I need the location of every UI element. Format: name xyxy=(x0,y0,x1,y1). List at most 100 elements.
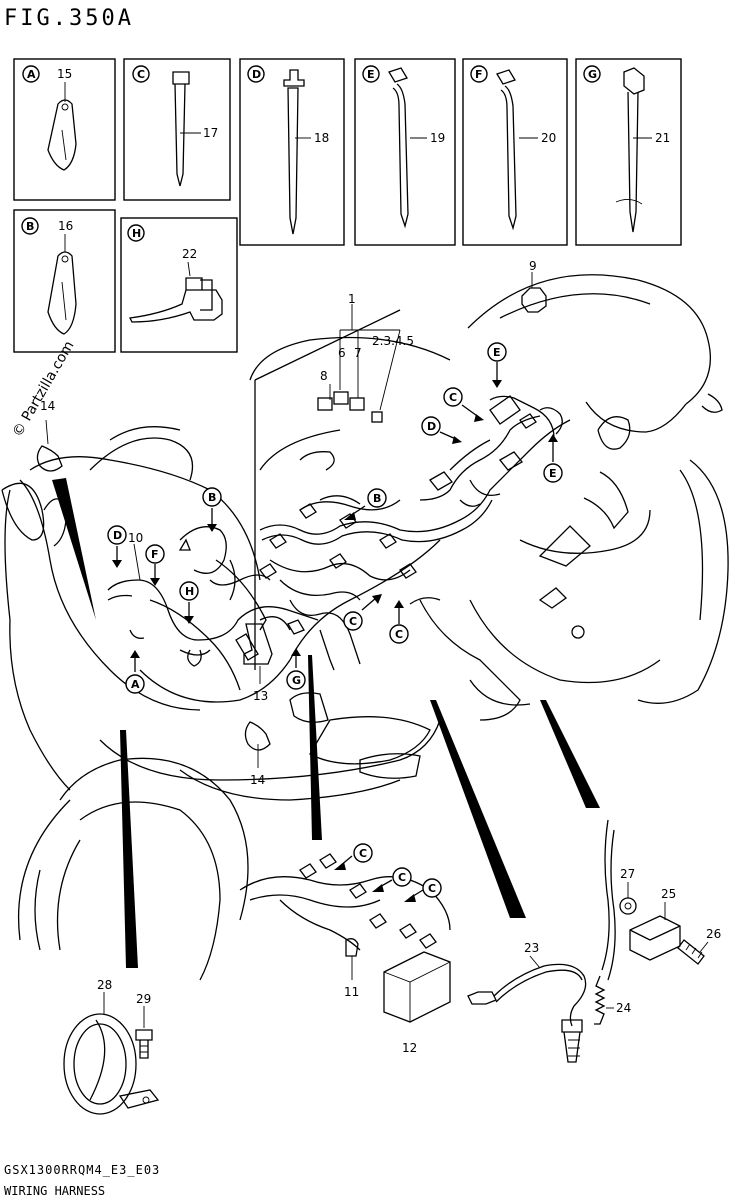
part-12-pad xyxy=(383,951,451,1023)
detail-letter: H xyxy=(132,227,141,240)
detail-part-number: 15 xyxy=(57,67,72,81)
callout-c-low-2: C xyxy=(392,867,412,887)
callout-c-mid-2: C xyxy=(389,624,409,644)
leader-wedge-tail xyxy=(540,700,600,808)
part-label-8: 8 xyxy=(320,369,328,383)
detail-part-number: 18 xyxy=(314,131,329,145)
callout-a-left: A xyxy=(125,674,145,694)
callout-b-mid: B xyxy=(367,488,387,508)
detail-letter: F xyxy=(475,68,483,81)
svg-text:B: B xyxy=(373,492,381,505)
leader-wedge-fairing xyxy=(52,478,96,620)
detail-part-number: 16 xyxy=(58,219,73,233)
lower-wiring-harness xyxy=(239,853,451,980)
part-label-25: 25 xyxy=(661,887,676,901)
part-14-clamp-bottom xyxy=(244,721,271,751)
part-14-clamp-top xyxy=(36,445,63,472)
detail-box-g: G 21 xyxy=(575,58,682,246)
svg-text:F: F xyxy=(151,548,159,561)
callout-c-low-1: C xyxy=(353,843,373,863)
model-code: GSX1300RRQM4_E3_E03 xyxy=(4,1163,160,1177)
detail-part-number: 20 xyxy=(541,131,556,145)
detail-letter: B xyxy=(26,220,34,233)
callout-h-left: H xyxy=(179,581,199,601)
detail-letter: E xyxy=(367,68,375,81)
svg-text:H: H xyxy=(185,585,194,598)
detail-part-number: 22 xyxy=(182,247,197,261)
svg-text:G: G xyxy=(292,674,301,687)
svg-text:C: C xyxy=(428,882,436,895)
detail-box-h: H 22 xyxy=(120,217,238,353)
detail-box-a: A 15 xyxy=(13,58,116,201)
svg-text:A: A xyxy=(131,678,140,691)
part-label-11: 11 xyxy=(344,985,359,999)
part-label-27: 27 xyxy=(620,867,635,881)
part-label-28: 28 xyxy=(97,978,112,992)
callout-b-left: B xyxy=(202,487,222,507)
section-name: WIRING HARNESS xyxy=(4,1184,105,1198)
part-label-1: 1 xyxy=(348,292,356,306)
part-label-13: 13 xyxy=(253,689,268,703)
detail-part-number: 17 xyxy=(203,126,218,140)
svg-text:D: D xyxy=(113,529,122,542)
svg-text:E: E xyxy=(493,346,501,359)
bolt-29 xyxy=(135,1029,153,1059)
relay-group xyxy=(254,304,401,423)
svg-text:C: C xyxy=(359,847,367,860)
part-label-2-5: 2.3.4.5 xyxy=(372,334,414,348)
detail-letter: C xyxy=(137,68,145,81)
part-label-23: 23 xyxy=(524,941,539,955)
part-label-9: 9 xyxy=(529,259,537,273)
part-label-12: 12 xyxy=(402,1041,417,1055)
detail-letter: G xyxy=(588,68,597,81)
callout-c-mid-1: C xyxy=(343,611,363,631)
part-13-bracket xyxy=(243,623,273,665)
part-25-27-assembly xyxy=(601,819,705,981)
callout-c-top: C xyxy=(443,387,463,407)
part-label-24: 24 xyxy=(616,1001,631,1015)
svg-text:C: C xyxy=(349,615,357,628)
leader-wedge-sensor xyxy=(430,700,526,918)
part-label-7: 7 xyxy=(354,346,362,360)
part-label-29: 29 xyxy=(136,992,151,1006)
figure-title: FIG.350A xyxy=(4,6,134,31)
svg-text:E: E xyxy=(549,467,557,480)
part-label-10: 10 xyxy=(128,531,143,545)
svg-text:D: D xyxy=(427,420,436,433)
callout-d-left: D xyxy=(107,525,127,545)
part-label-6: 6 xyxy=(338,346,346,360)
part-23-sensor xyxy=(467,963,587,1063)
detail-box-f: F 20 xyxy=(462,58,568,246)
callout-arrows xyxy=(112,362,558,902)
callout-d-top: D xyxy=(421,416,441,436)
motorcycle-body-outline xyxy=(1,274,729,981)
leader-wedge-horn xyxy=(120,730,138,968)
svg-text:C: C xyxy=(395,628,403,641)
detail-box-b: B 16 xyxy=(13,209,116,353)
callout-f-left: F xyxy=(145,544,165,564)
part-label-26: 26 xyxy=(706,927,721,941)
callout-e-top: E xyxy=(487,342,507,362)
detail-box-d: D 18 xyxy=(239,58,345,246)
part-24-spring xyxy=(594,975,606,1025)
main-wiring-harness xyxy=(107,395,571,671)
horn-28 xyxy=(63,1013,160,1115)
watermark: © Partzilla.com xyxy=(10,338,78,440)
part-number-labels: 1 2.3.4.5 6 7 8 9 10 11 12 13 14 14 23 2… xyxy=(40,259,721,1055)
detail-box-e: E 19 xyxy=(354,58,456,246)
callout-c-low-3: C xyxy=(422,878,442,898)
callout-e-right: E xyxy=(543,463,563,483)
leader-wedge-harness-lower xyxy=(308,655,322,840)
detail-letter: D xyxy=(252,68,261,81)
detail-part-number: 19 xyxy=(430,131,445,145)
detail-letter: A xyxy=(27,68,36,81)
part-label-14-top: 14 xyxy=(40,399,55,413)
svg-text:C: C xyxy=(398,871,406,884)
part-9-clamp xyxy=(521,287,547,313)
svg-text:C: C xyxy=(449,391,457,404)
svg-text:B: B xyxy=(208,491,216,504)
detail-part-number: 21 xyxy=(655,131,670,145)
part-label-14-bottom: 14 xyxy=(250,773,265,787)
detail-box-c: C 17 xyxy=(123,58,231,201)
